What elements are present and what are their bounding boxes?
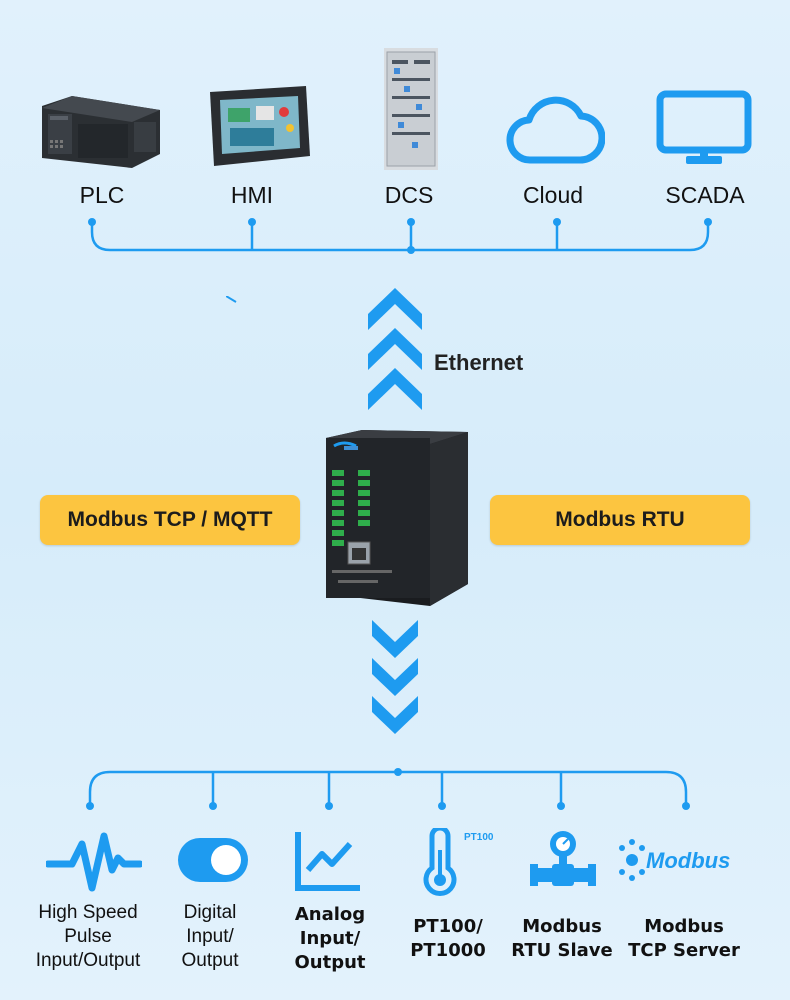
bottom-bus-line: [86, 768, 690, 810]
label-line: Pulse: [64, 926, 112, 947]
cloud-icon: [505, 90, 605, 170]
label-line: Input/Output: [35, 950, 141, 971]
valve-gauge-icon: [528, 828, 598, 894]
plc-icon: [42, 96, 160, 168]
dcs-cabinet-icon: [384, 48, 440, 170]
function-label-rtu-slave: Modbus RTU Slave: [504, 915, 620, 963]
function-label-pulse: High Speed Pulse Input/Output: [20, 901, 156, 973]
ethernet-label: Ethernet: [434, 350, 524, 375]
label-line: RTU Slave: [511, 940, 613, 961]
label-line: Analog: [294, 904, 366, 925]
modbus-logo-icon: Modbus: [616, 838, 750, 882]
label-line: TCP Server: [628, 940, 740, 961]
label-line: Input/: [186, 926, 234, 947]
decorative-tick: [226, 296, 237, 303]
device-label-scada: SCADA: [665, 182, 745, 208]
label-line: High Speed: [38, 902, 138, 923]
function-label-digital: Digital Input/ Output: [160, 901, 260, 973]
label-line: Digital: [183, 902, 237, 923]
io-module-device: [318, 430, 470, 606]
device-label-hmi: HMI: [230, 182, 274, 208]
function-label-tcp-server: Modbus TCP Server: [624, 915, 744, 963]
toggle-icon: [176, 836, 250, 884]
device-label-cloud: Cloud: [522, 182, 584, 208]
device-label-dcs: DCS: [384, 182, 434, 208]
top-bus-line: [88, 218, 712, 254]
label-line: Input/: [299, 928, 361, 949]
pt100-badge-text: PT100: [464, 832, 494, 843]
analog-chart-icon: [294, 830, 362, 892]
right-protocol-tag: Modbus RTU: [490, 495, 750, 545]
function-label-analog: Analog Input/ Output: [278, 903, 382, 975]
left-protocol-tag: Modbus TCP / MQTT: [40, 495, 300, 545]
function-label-pt100: PT100/ PT1000: [398, 915, 498, 963]
label-line: Modbus: [522, 916, 602, 937]
pulse-icon: [46, 830, 142, 894]
label-line: PT1000: [410, 940, 486, 961]
upward-chevrons-icon: [368, 288, 422, 418]
device-label-plc: PLC: [79, 182, 125, 208]
thermometer-icon: PT100: [420, 828, 500, 896]
label-line: Modbus: [644, 916, 724, 937]
modbus-logo-text: Modbus: [646, 848, 730, 873]
label-line: PT100/: [413, 916, 483, 937]
label-line: Output: [181, 950, 239, 971]
downward-chevrons-icon: [372, 620, 418, 748]
monitor-icon: [656, 90, 752, 170]
label-line: Output: [294, 952, 366, 973]
hmi-icon: [210, 86, 310, 166]
